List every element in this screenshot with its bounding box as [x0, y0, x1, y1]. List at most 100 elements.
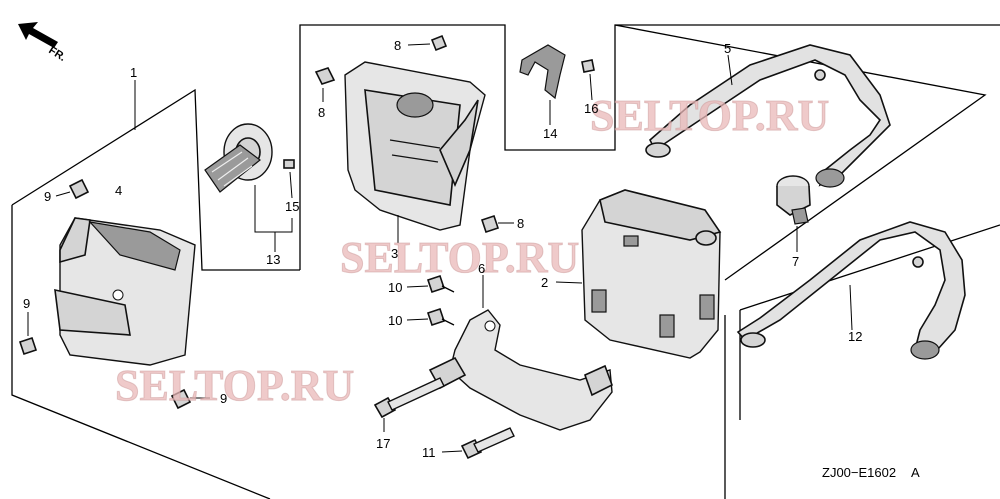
callout-3: 3 [391, 246, 398, 261]
part-exhaust-pipe-upper [645, 44, 891, 188]
pipe-lower-tab [912, 256, 924, 268]
callout-10-lower: 10 [388, 313, 402, 328]
protector-side [439, 99, 479, 188]
frame-line-right-upper [614, 24, 987, 281]
bolt-10-upper-shank [441, 285, 455, 293]
part-clamp-7 [776, 175, 811, 252]
callout-1: 1 [130, 65, 137, 80]
callout-15: 15 [285, 199, 299, 214]
part-muffler [555, 189, 722, 359]
band-14-body [519, 44, 566, 100]
muffler-tab-left [591, 289, 607, 313]
cover-edge [59, 217, 91, 264]
bolt-10-lower-shank [441, 318, 455, 326]
part-band-14 [519, 44, 566, 125]
callout-16: 16 [584, 101, 598, 116]
clamp-bolt [791, 207, 809, 225]
callout-6: 6 [478, 261, 485, 276]
callout-17: 17 [376, 436, 390, 451]
watermark-2: SELTOP.RU [340, 233, 579, 282]
bolt-8-center-head [480, 214, 500, 234]
callout-8-center: 8 [517, 216, 524, 231]
part-bolt-9-upper [55, 178, 90, 200]
part-bolt-9-lower [170, 388, 210, 410]
part-bolt-9-left [18, 312, 38, 356]
frame-line-right-diag [739, 224, 1000, 311]
bolt-8-top-head [430, 34, 448, 52]
part-bolt-10-upper [406, 274, 455, 294]
part-screw-16 [581, 59, 595, 101]
part-bolt-8-left [314, 67, 336, 102]
reference-code-suffix: A [911, 465, 920, 480]
callout-9-upper: 9 [44, 189, 51, 204]
arrow-icon [18, 22, 58, 48]
watermark-1: SELTOP.RU [590, 91, 829, 140]
leader-16 [589, 73, 593, 101]
leader-10-upper [406, 285, 429, 288]
callout-11: 11 [422, 445, 436, 460]
screw-16-head [581, 59, 595, 73]
watermark-3: SELTOP.RU [115, 361, 354, 410]
cover-hole [112, 289, 124, 301]
bracket-body [449, 309, 613, 431]
part-bolt-10-lower [406, 307, 455, 327]
pipe-lower-outlet [910, 340, 940, 360]
bolt-11-shank [473, 427, 515, 453]
bracket-hole [484, 320, 496, 332]
pipe-upper-outlet [815, 168, 845, 188]
leader-2 [555, 281, 583, 284]
part-bolt-17 [373, 377, 445, 432]
group-frames [11, 24, 1000, 499]
part-bolt-8-top [407, 34, 448, 52]
cover-top-rim [88, 221, 181, 271]
part-muffler-protector [344, 61, 486, 231]
callout-2: 2 [541, 275, 548, 290]
cover-lower-panel [54, 288, 131, 336]
bolt-10-upper-head [426, 274, 446, 294]
callout-10-upper: 10 [388, 280, 402, 295]
reference-code: ZJ00−E1602 A [822, 465, 920, 480]
callout-5: 5 [724, 41, 731, 56]
part-screw-15 [283, 159, 295, 199]
pipe-upper-tab [814, 69, 826, 81]
direction-label: FR. [46, 44, 67, 64]
leader-15 [289, 171, 293, 199]
bolt-9-left-head [18, 336, 38, 356]
callout-8-left: 8 [318, 105, 325, 120]
muffler-inlet [695, 230, 717, 246]
leader-12 [849, 284, 853, 331]
callout-13: 13 [266, 252, 280, 267]
frame-line-left-upper [11, 88, 300, 271]
bolt-9-upper-head [68, 178, 90, 200]
bolt-8-left-head [314, 67, 336, 85]
part-heat-shield-cover [54, 217, 196, 366]
part-bolt-11 [441, 427, 515, 460]
reference-code-text: ZJ00−E1602 [822, 465, 896, 480]
frame-line-left-lower [11, 205, 271, 499]
protector-slots [389, 139, 441, 163]
leader-10-lower [406, 318, 429, 321]
callout-9-left: 9 [23, 296, 30, 311]
muffler-tab-right [699, 294, 715, 320]
callout-4: 4 [115, 183, 122, 198]
spark-screen [204, 144, 261, 193]
muffler-tab-top [623, 235, 639, 247]
leader-13 [254, 185, 293, 233]
leader-9-upper [55, 191, 71, 197]
callout-9-lower: 9 [220, 391, 227, 406]
bolt-17-shank [387, 377, 445, 411]
part-bolt-8-center [480, 214, 514, 234]
callout-14: 14 [543, 126, 557, 141]
callout-labels: 1 2 3 4 5 6 7 8 8 8 9 9 9 10 10 11 12 13… [23, 38, 862, 460]
muffler-tab-bottom [659, 314, 675, 338]
callout-8-top: 8 [394, 38, 401, 53]
protector-port [396, 92, 434, 118]
leader-8-top [407, 43, 431, 46]
callout-12: 12 [848, 329, 862, 344]
leader-5 [727, 54, 733, 86]
front-direction-arrow: FR. [18, 22, 68, 64]
bracket-collar-right [584, 364, 613, 397]
screen-mesh [211, 151, 253, 187]
